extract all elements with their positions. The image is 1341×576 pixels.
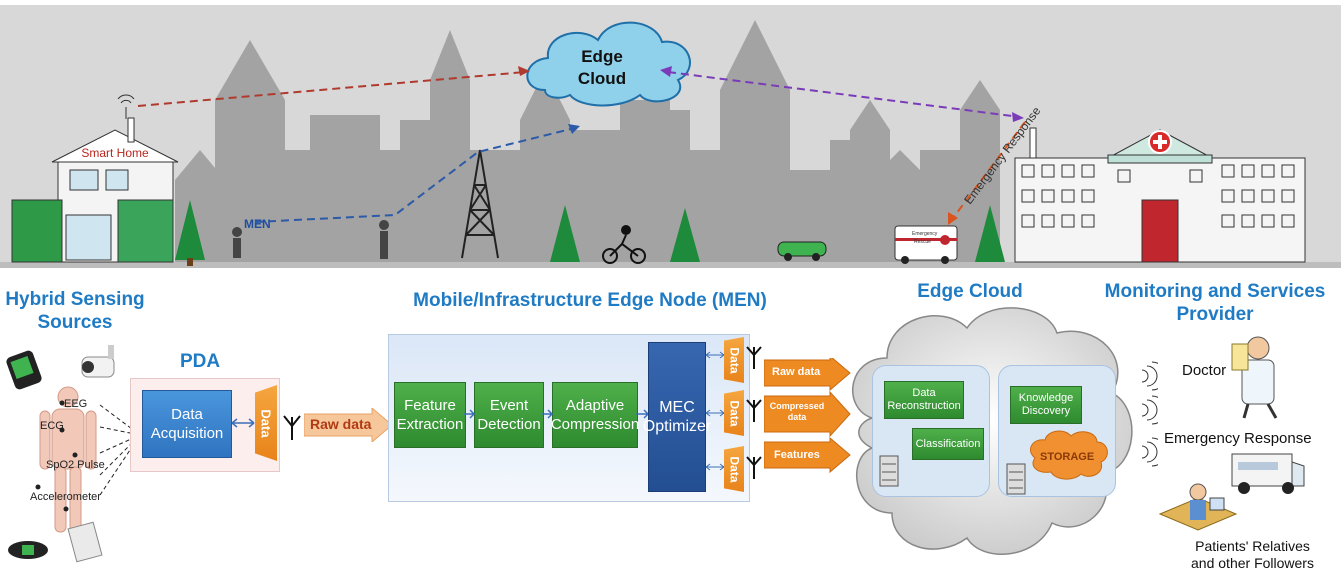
- smart-home: [11, 117, 179, 263]
- men-data-tag-3: Data: [724, 446, 744, 492]
- storage-label: STORAGE: [1040, 451, 1095, 463]
- storage-cloud-shape: [1030, 430, 1108, 480]
- relatives-label: Patients' Relatives and other Followers: [1191, 538, 1314, 571]
- heading-monitoring: Monitoring and Services Provider: [1104, 281, 1326, 325]
- bidirectional-arrow-icon: [231, 418, 255, 428]
- output-raw-data-label: Raw data: [772, 366, 821, 378]
- men-antenna-icons: [746, 346, 762, 479]
- doctor-icon: [1231, 336, 1278, 419]
- car-icon: [777, 241, 827, 261]
- relatives-computer-icon: [1158, 483, 1238, 531]
- feature-extraction-box: Feature Extraction: [394, 382, 466, 448]
- raw-data-arrow-label: Raw data: [310, 416, 372, 432]
- raw-data-arrow: [304, 408, 392, 442]
- trees: [175, 200, 1005, 266]
- antenna-icon: [283, 415, 301, 440]
- heading-pda: PDA: [179, 351, 221, 372]
- heading-hybrid-sensing: Hybrid Sensing Sources: [5, 289, 145, 333]
- emergency-response-label: Emergency Response: [1164, 430, 1312, 447]
- smart-home-label: Smart Home: [81, 146, 149, 160]
- hospital-building: [1014, 127, 1306, 263]
- adaptive-compression-box: Adaptive Compression: [551, 382, 639, 448]
- knowledge-discovery-box: Knowledge Discovery: [1010, 386, 1082, 424]
- men-data-tag-2: Data: [724, 390, 744, 436]
- ambulance-icon: [1231, 453, 1305, 494]
- pda-data-tag: Data: [255, 385, 277, 461]
- ambulance-text-2: Rescue: [914, 239, 931, 245]
- hospital-windows: [1021, 164, 1295, 228]
- city-scene: Smart Home MEN Emergency Rescue: [0, 5, 1341, 268]
- camera-icon: [81, 345, 115, 378]
- sensor-device-icon: [67, 521, 103, 563]
- wireless-signal-icons: [1141, 361, 1158, 467]
- smartwatch-icon: [6, 350, 42, 390]
- server-icon: [1006, 463, 1026, 495]
- men-flow-arrows: [464, 409, 650, 419]
- data-acquisition-box: Data Acquisition: [142, 390, 232, 458]
- hybrid-sensing-illustration: [6, 345, 141, 563]
- men-label: MEN: [244, 217, 271, 231]
- classification-box: Classification: [912, 428, 984, 460]
- sensor-eeg-label: EEG: [64, 398, 88, 410]
- ambulance-text-1: Emergency: [912, 231, 938, 237]
- heading-men: Mobile/Infrastructure Edge Node (MEN): [413, 290, 767, 311]
- ambulance-icon: [894, 225, 958, 264]
- sensor-ecg-label: ECG: [40, 420, 64, 432]
- network-links: [137, 71, 1026, 223]
- men-output-arrows: [764, 358, 851, 474]
- cyclist-icon: [602, 225, 646, 264]
- event-detection-box: Event Detection: [474, 382, 544, 448]
- sensor-spo2-label: SpO2 Pulse: [46, 459, 105, 471]
- heading-edge-cloud: Edge Cloud: [917, 281, 1023, 302]
- edge-cloud-shape: [526, 21, 691, 107]
- mec-optimizer-box: MEC Optimizer: [643, 342, 711, 492]
- sensor-accelerometer-label: Accelerometer: [30, 491, 101, 503]
- output-compressed-data-label: Compressed data: [769, 401, 825, 422]
- edge-cloud-title-line1: Edge: [581, 47, 623, 66]
- walking-person-icon: [379, 220, 389, 259]
- server-icon: [879, 455, 899, 487]
- data-reconstruction-box: Data Reconstruction: [884, 381, 964, 419]
- men-person-icon: [232, 227, 242, 258]
- output-features-label: Features: [774, 449, 820, 461]
- arrowheads: [518, 66, 1024, 225]
- optimizer-link-arrows: [705, 351, 725, 471]
- antenna-icon: [117, 94, 135, 119]
- fitness-band-icon: [8, 541, 48, 559]
- edge-cloud-title-line2: Cloud: [578, 69, 626, 88]
- doctor-label: Doctor: [1182, 362, 1227, 379]
- cell-tower-icon: [461, 149, 499, 259]
- men-data-tag-1: Data: [724, 337, 744, 383]
